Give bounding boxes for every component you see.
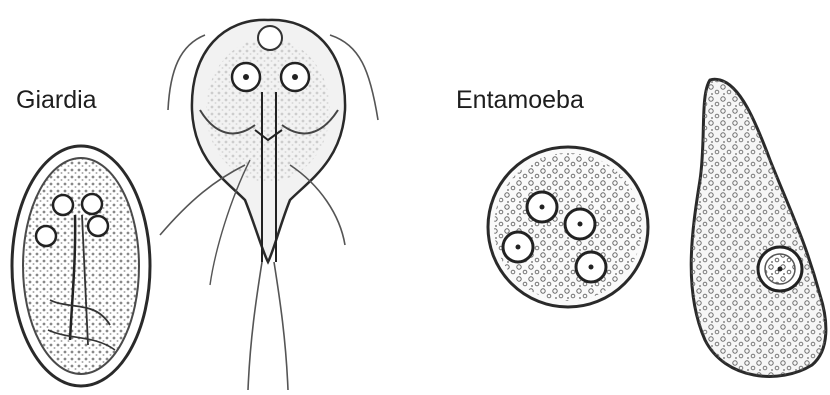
entamoeba-trophozoite — [691, 79, 826, 376]
trophozoite-nucleus — [758, 247, 802, 291]
giardia-trophozoite — [160, 20, 378, 390]
entamoeba-cyst — [488, 147, 648, 307]
giardia-cyst — [12, 146, 150, 386]
